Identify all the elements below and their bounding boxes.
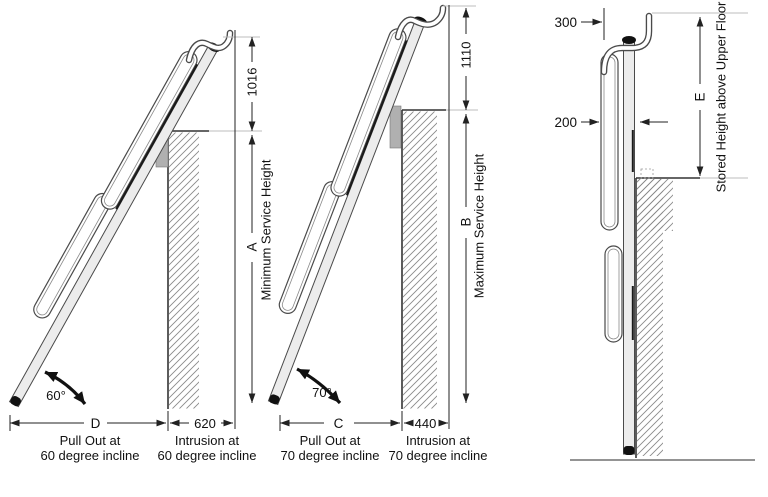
label-minimum-service-height: Minimum Service Height (259, 159, 274, 300)
label-200: 200 (554, 115, 577, 130)
wall-hatch (403, 111, 437, 409)
bracket-outline (640, 168, 654, 179)
dim-top-offset-300: 300 (554, 8, 605, 40)
caption-pull-out-70-line1: Pull Out at (300, 433, 361, 448)
view-incline-60: 1016 A Minimum Service Height 60° D 620 … (0, 27, 274, 463)
handrail-hook-inner (396, 6, 445, 39)
caption-intrusion-70-line2: 70 degree incline (388, 448, 487, 463)
label-620: 620 (194, 416, 216, 431)
view-incline-70: 1110 B Maximum Service Height 70° C 440 … (243, 4, 488, 463)
label-e: E (693, 92, 708, 101)
label-1016: 1016 (245, 68, 260, 97)
dim-service-height-a: A Minimum Service Height (245, 135, 274, 403)
label-b: B (459, 217, 474, 226)
caption-pull-out-60-line2: 60 degree incline (40, 448, 139, 463)
dim-intrusion-440: 440 (404, 416, 448, 431)
label-300: 300 (554, 15, 577, 30)
lower-handrail-loop (604, 245, 623, 343)
lower-handrail-loop-inner (607, 248, 620, 340)
handrail-hook-inner (187, 31, 232, 62)
wall-hatch (169, 132, 199, 409)
dim-pull-out-d: D (9, 411, 169, 431)
caption-pull-out-70-line2: 70 degree incline (280, 448, 379, 463)
dim-intrusion-620: 620 (170, 416, 233, 431)
dim-service-height-b: B Maximum Service Height (459, 114, 487, 403)
angle-arrow (44, 370, 87, 405)
upper-handrail-loop (600, 53, 619, 231)
label-d: D (91, 416, 101, 431)
caption-intrusion-60-line2: 60 degree incline (157, 448, 256, 463)
label-stored-height-caption: Stored Height above Upper Floor (714, 1, 729, 192)
dim-depth-200: 200 (554, 115, 668, 130)
label-maximum-service-height: Maximum Service Height (472, 153, 487, 298)
dim-stored-height-e: E Stored Height above Upper Floor (693, 1, 729, 192)
ladder-foot (623, 446, 635, 455)
dim-height-1110: 1110 (459, 8, 474, 110)
label-a: A (245, 242, 260, 251)
ladder-top-cap (622, 36, 636, 44)
angle-indicator-70: 70° (296, 367, 342, 405)
handrail-hook-inner (602, 14, 651, 74)
label-440: 440 (415, 416, 437, 431)
label-1110: 1110 (459, 42, 474, 69)
stored-ladder (600, 12, 653, 455)
ladder-stile-beam (623, 41, 635, 455)
dim-height-1016: 1016 (245, 37, 260, 131)
caption-pull-out-60-line1: Pull Out at (60, 433, 121, 448)
mounting-bracket (389, 105, 402, 149)
angle-arrow (296, 367, 342, 405)
dim-pull-out-c: C (279, 411, 403, 431)
label-angle-70: 70° (312, 385, 332, 400)
angle-indicator-60: 60° (44, 370, 87, 405)
label-c: C (334, 416, 344, 431)
view-stored: 300 200 E Stored Height above Upper Floo… (554, 1, 755, 461)
wall-hatch (637, 179, 663, 456)
caption-intrusion-70-line1: Intrusion at (406, 433, 471, 448)
caption-intrusion-60-line1: Intrusion at (175, 433, 240, 448)
label-angle-60: 60° (46, 388, 66, 403)
